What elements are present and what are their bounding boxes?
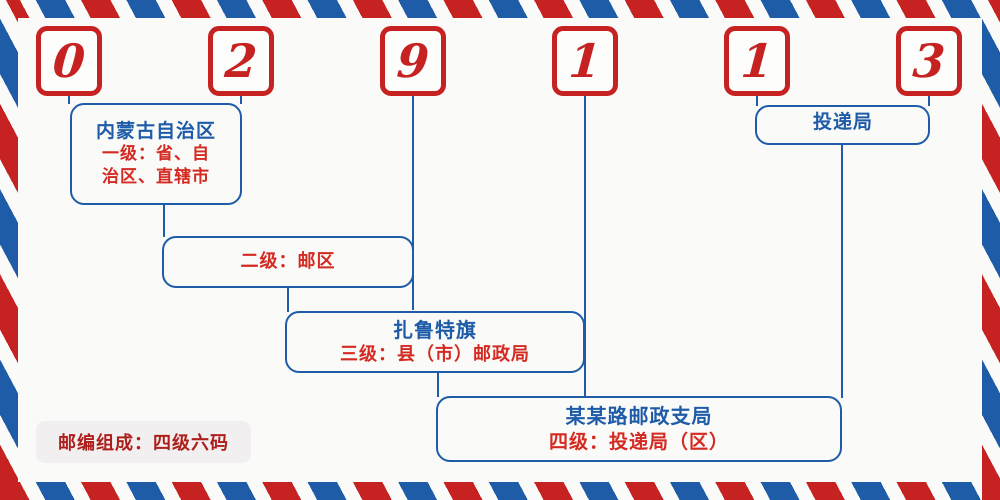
level-3-name: 扎鲁特旗 xyxy=(393,317,477,342)
connector-level2-to-level3 xyxy=(287,288,289,312)
level-4-box: 某某路邮政支局 四级：投递局（区） xyxy=(436,396,842,462)
postal-digit-cell-3[interactable]: 9 xyxy=(380,26,446,96)
connector-digit3-stem xyxy=(412,96,414,310)
level-3-box: 扎鲁特旗 三级：县（市）邮政局 xyxy=(285,311,585,373)
postal-digit-6: 3 xyxy=(911,34,947,88)
level-1-description-line1: 一级：省、自 xyxy=(102,144,210,164)
postal-digit-cell-2[interactable]: 2 xyxy=(208,26,274,96)
level-1-description-line2: 治区、直辖市 xyxy=(102,167,210,187)
airmail-border-right xyxy=(982,0,1000,500)
connector-digit5-stem xyxy=(756,96,758,106)
envelope-inner-surface xyxy=(18,18,982,482)
connector-digit1-stem xyxy=(68,96,70,104)
level-4-description: 四级：投递局（区） xyxy=(548,431,729,453)
footer-note-chip: 邮编组成：四级六码 xyxy=(36,421,251,463)
level-4-name: 某某路邮政支局 xyxy=(565,404,713,428)
postal-digit-cell-5[interactable]: 1 xyxy=(724,26,790,96)
postal-digit-4: 1 xyxy=(567,34,603,88)
delivery-office-label: 投递局 xyxy=(812,111,873,133)
connector-delivery-to-level4 xyxy=(841,144,843,398)
footer-note-text: 邮编组成：四级六码 xyxy=(58,433,229,454)
postal-digit-cell-1[interactable]: 0 xyxy=(36,26,102,96)
postal-digit-cell-4[interactable]: 1 xyxy=(552,26,618,96)
level-3-description: 三级：县（市）邮政局 xyxy=(340,343,530,365)
connector-digit4-stem xyxy=(584,96,586,396)
airmail-border-top xyxy=(0,0,1000,18)
level-1-box: 内蒙古自治区 一级：省、自 治区、直辖市 xyxy=(70,103,242,205)
postal-digit-5: 1 xyxy=(739,34,775,88)
connector-digit2-stem xyxy=(240,96,242,104)
postal-digit-cell-6[interactable]: 3 xyxy=(896,26,962,96)
postal-digit-1: 0 xyxy=(51,34,87,88)
level-2-description: 二级：邮区 xyxy=(240,251,336,272)
airmail-border-bottom xyxy=(0,482,1000,500)
connector-level3-to-level4 xyxy=(437,373,439,397)
connector-level1-to-level2 xyxy=(163,205,165,237)
connector-digit6-stem xyxy=(928,96,930,106)
postal-digit-3: 9 xyxy=(395,34,431,88)
level-1-name: 内蒙古自治区 xyxy=(95,120,216,142)
level-2-box: 二级：邮区 xyxy=(162,236,414,288)
postal-digit-2: 2 xyxy=(223,34,259,88)
airmail-border-left xyxy=(0,0,18,500)
